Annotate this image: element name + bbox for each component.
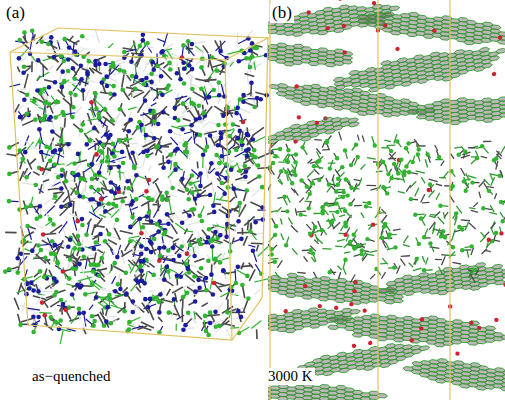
graphitic-layers — [268, 0, 505, 400]
panel-caption: 3000 K — [266, 368, 315, 385]
panel-letter: (b) — [270, 4, 294, 23]
amorphous-cube — [3, 28, 274, 344]
panel-letter: (a) — [4, 4, 27, 23]
panel-caption: as−quenched — [30, 368, 112, 385]
